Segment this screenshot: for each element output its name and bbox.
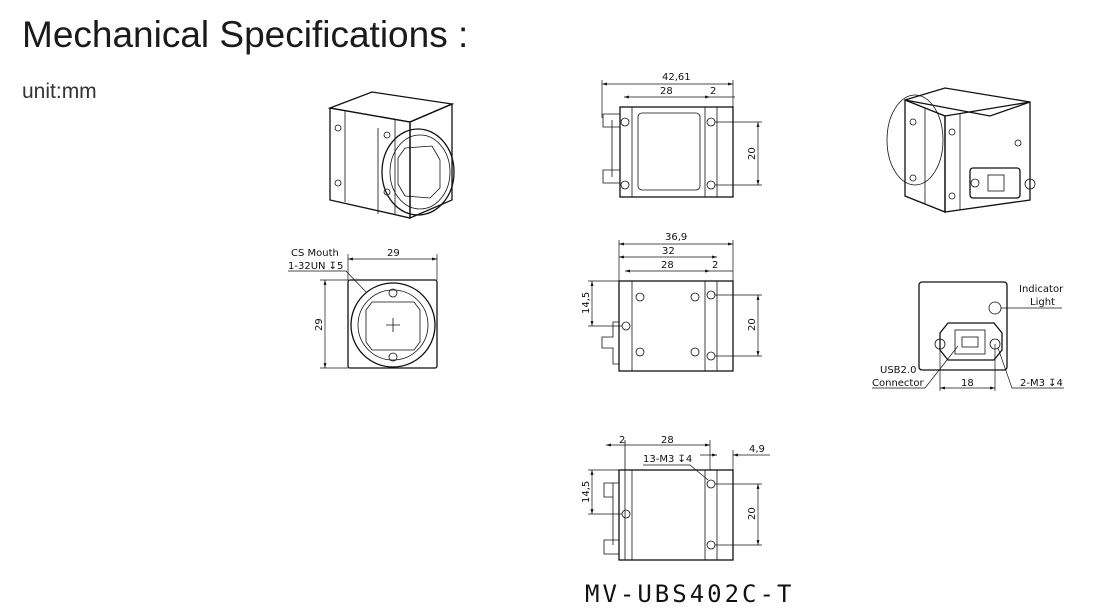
dim-offset: 14,5 [581,292,592,314]
dim-width: 29 [387,248,400,259]
side-view: 36,9 32 28 2 14,5 20 [581,232,762,372]
dim-height: 29 [314,318,325,331]
unit-label: unit:mm [22,80,97,103]
indicator-label-line2: Light [1030,297,1055,308]
model-name: MV-UBS402C-T [585,580,794,608]
iso-view-back [886,87,1036,213]
holes-label: 13-M3 ↧4 [643,454,692,465]
dim-mid-length: 32 [662,246,675,257]
iso-view-front [327,91,455,219]
dim-rear: 4,9 [749,444,765,455]
usb-label-line1: USB2.0 [880,365,916,376]
dim-offset: 14,5 [581,481,592,503]
usb-label-line2: Connector [872,378,924,389]
dim-hole-spacing: 20 [747,318,758,331]
holes-label: 2-M3 ↧4 [1020,378,1063,389]
dim-band: 2 [710,86,716,97]
dim-hole-spacing: 18 [961,378,974,389]
back-view: Indicator Light USB2.0 Connector 18 2-M3… [872,281,1064,391]
dim-body-length: 28 [661,260,674,271]
dim-overall-length: 36,9 [665,232,687,243]
dim-hole-spacing: 20 [747,147,758,160]
dim-hole-spacing: 20 [747,507,758,520]
front-view: CS Mouth 1-32UN ↧5 29 29 [288,248,438,369]
thread-label: 1-32UN ↧5 [288,261,343,272]
mount-label: CS Mouth [291,248,339,259]
dim-band: 2 [712,260,718,271]
page-title: Mechanical Specifications : [22,14,469,55]
dim-body-width: 28 [660,86,673,97]
dim-body-length: 28 [661,435,674,446]
bottom-view: 2 28 4,9 13-M3 ↧4 14,5 20 [581,435,770,561]
dim-overall-width: 42,61 [662,72,691,83]
dim-band: 2 [619,435,625,446]
indicator-label-line1: Indicator [1019,284,1064,295]
top-view: 42,61 28 2 20 [601,72,762,198]
